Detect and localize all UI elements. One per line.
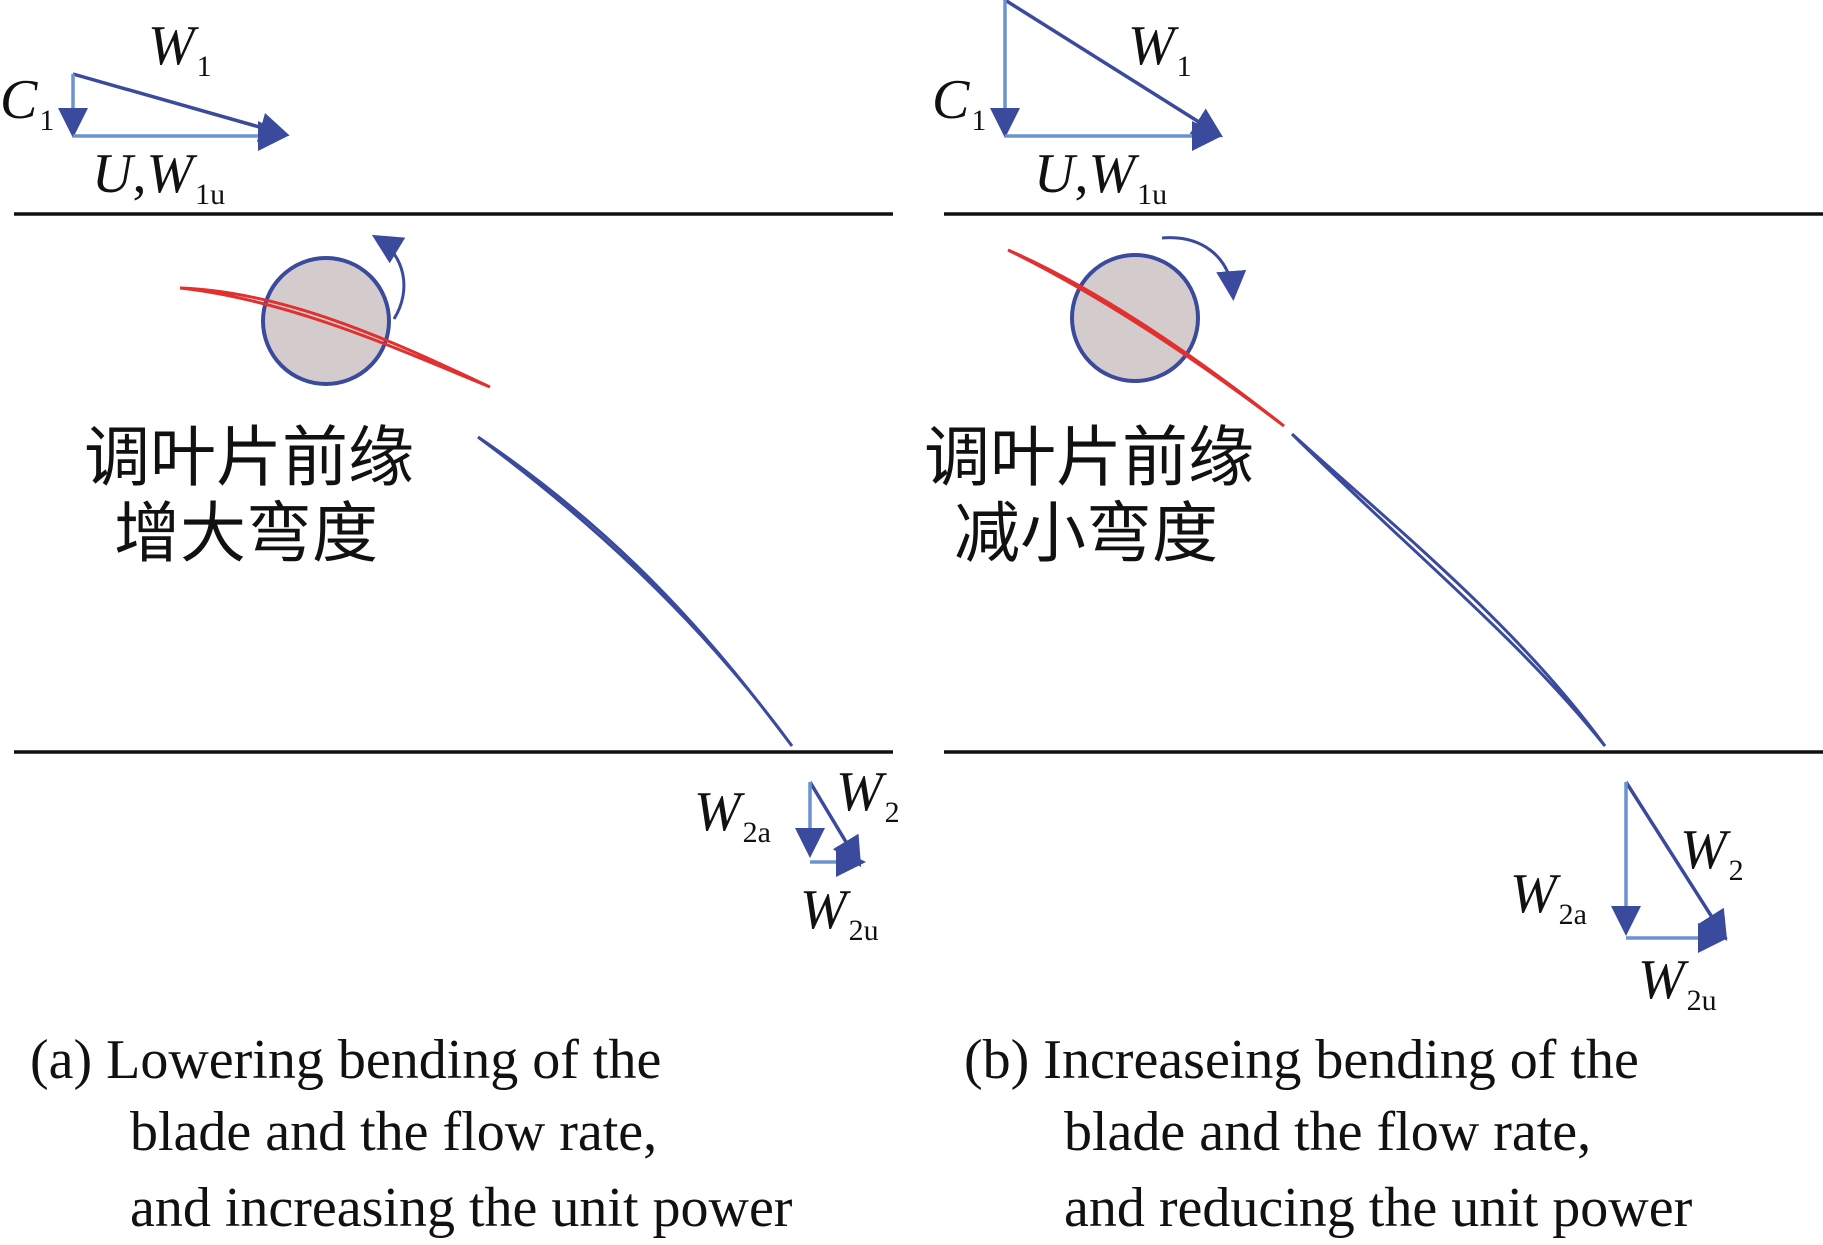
panel-a: W1 C1 U,W1u 调叶片前缘 增大弯度 W2 W2a W2u (a) Lo… (0, 15, 900, 1239)
rear-blade-a (477, 435, 794, 747)
caption-a-line3: and increasing the unit power (130, 1177, 793, 1239)
caption-a-line1: (a) Lowering bending of the (30, 1029, 661, 1091)
label-w2a-b: W2a (1510, 863, 1587, 931)
label-u-w1u: U,W1u (92, 143, 225, 211)
front-blade-a (179, 286, 491, 389)
panel-b-label-line2: 减小弯度 (954, 495, 1218, 572)
caption-b-line2: blade and the flow rate, (1064, 1101, 1591, 1163)
rear-blade-b (1290, 432, 1607, 747)
label-w2-a: W2 (836, 761, 900, 829)
outlet-triangle-a: W2 W2a W2u (694, 761, 900, 947)
label-w1: W1 (148, 15, 212, 83)
rotation-arrow-a (371, 234, 406, 320)
label-c1: C1 (0, 69, 54, 137)
caption-b-line1: (b) Increaseing bending of the (964, 1029, 1639, 1091)
label-c1-b: C1 (932, 69, 986, 137)
label-u-w1u-b: U,W1u (1034, 143, 1167, 211)
label-w2a-a: W2a (694, 781, 771, 849)
vector-w2-b (1624, 781, 1728, 942)
label-w1-b: W1 (1128, 15, 1192, 83)
inlet-triangle-a: W1 C1 U,W1u (0, 15, 290, 211)
panel-b-label-line1: 调叶片前缘 (924, 419, 1254, 496)
panel-a-label-line2: 增大弯度 (114, 495, 378, 572)
caption-a-line2: blade and the flow rate, (130, 1101, 657, 1163)
panel-b: W1 C1 U,W1u 调叶片前缘 减小弯度 W2 W2a W2u (b) In… (924, 0, 1823, 1239)
inlet-triangle-b: W1 C1 U,W1u (932, 0, 1224, 211)
vector-w1-b (1004, 0, 1224, 138)
rotation-arrow-b (1161, 236, 1247, 301)
front-blade-b (1007, 248, 1285, 428)
caption-b-line3: and reducing the unit power (1064, 1177, 1693, 1239)
outlet-triangle-b: W2 W2a W2u (1510, 781, 1744, 1017)
label-w2-b: W2 (1680, 819, 1744, 887)
label-w2u-b: W2u (1638, 949, 1717, 1017)
label-w2u-a: W2u (800, 879, 879, 947)
panel-a-label-line1: 调叶片前缘 (84, 419, 414, 496)
vector-w1 (72, 72, 290, 142)
